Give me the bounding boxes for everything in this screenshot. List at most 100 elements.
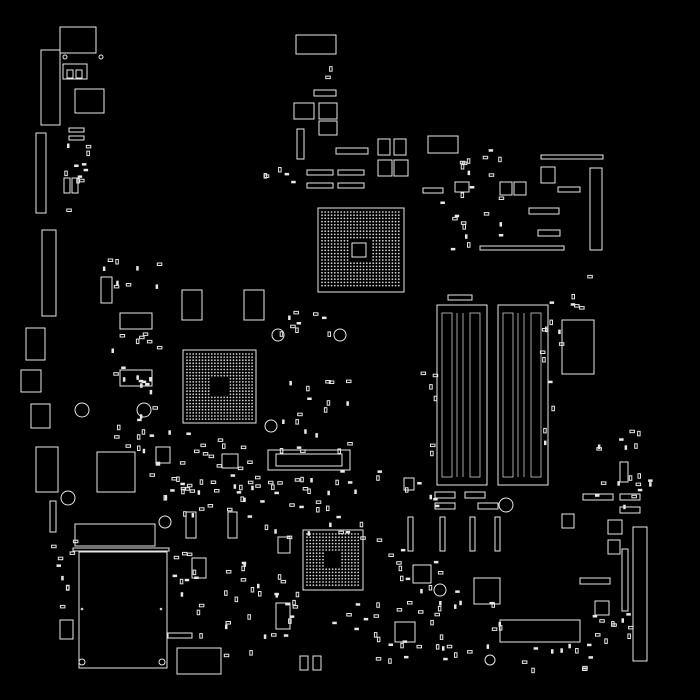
bga-ball	[321, 211, 323, 213]
bga-ball	[385, 278, 387, 281]
bga-ball	[315, 561, 318, 564]
smd-component	[279, 448, 284, 454]
smd-component	[207, 504, 214, 508]
smd-component	[551, 649, 554, 654]
smd-component	[454, 604, 457, 609]
bga-ball	[341, 565, 344, 567]
smd-component	[240, 578, 247, 582]
smd-component	[140, 383, 143, 388]
smd-component	[289, 615, 295, 618]
bga-ball	[344, 584, 347, 587]
bga-ball	[356, 284, 359, 287]
bga-ball	[241, 387, 244, 389]
bga-ball	[330, 259, 333, 261]
bga-ball	[356, 275, 359, 277]
bga-ball	[321, 243, 323, 245]
bga-ball	[343, 223, 346, 226]
smd-component	[619, 438, 624, 441]
bga-ball	[235, 418, 238, 420]
bga-ball	[344, 545, 347, 548]
bga-ball	[369, 278, 371, 281]
bga-ball	[223, 405, 226, 408]
bga-ball	[346, 236, 349, 239]
bga-ball	[369, 265, 371, 268]
bga-ball	[354, 539, 356, 542]
bga-ball	[207, 387, 210, 389]
bga-ball	[369, 227, 371, 229]
bga-ball	[378, 223, 381, 226]
bga-ball	[350, 561, 353, 564]
bga-ball	[381, 275, 384, 277]
smd-component	[346, 401, 349, 406]
smd-component	[72, 539, 79, 544]
bga-ball	[192, 393, 195, 396]
smd-component	[626, 613, 631, 616]
bga-ball	[321, 268, 323, 271]
bga-ball	[354, 549, 356, 551]
bga-ball	[241, 402, 244, 405]
bga-ball	[324, 220, 327, 223]
smd-component	[156, 345, 163, 350]
smd-component	[142, 448, 146, 454]
bga-ball	[369, 223, 371, 226]
smd-component	[77, 175, 83, 178]
top-right-cluster	[306, 135, 604, 375]
smd-component	[483, 212, 490, 216]
bga-ball	[343, 271, 346, 274]
bga-ball	[347, 565, 350, 567]
bga-ball	[359, 236, 362, 239]
bga-ball	[220, 408, 223, 411]
bga-ball	[349, 265, 352, 268]
bga-ball	[375, 275, 378, 277]
bga-ball	[353, 262, 355, 265]
bga-ball	[330, 214, 333, 217]
smd-component	[176, 476, 180, 482]
bga-ball	[372, 259, 375, 261]
bga-ball	[229, 408, 232, 411]
bga-ball	[251, 381, 254, 383]
bga-ball	[381, 214, 384, 217]
smd-component	[418, 610, 424, 614]
bga-ball	[201, 415, 204, 417]
bga-ball	[391, 281, 394, 284]
bga-ball	[391, 249, 394, 252]
bga-ball	[349, 214, 352, 217]
smd-component	[243, 497, 246, 503]
bga-ball	[328, 536, 331, 539]
bga-ball	[306, 561, 308, 564]
bga-ball	[306, 555, 308, 558]
bga-ball	[229, 399, 232, 402]
bga-ball	[327, 252, 330, 255]
bga-ball	[333, 217, 336, 220]
smd-component	[168, 430, 171, 435]
bga-ball	[315, 577, 318, 580]
smd-component	[149, 377, 152, 382]
bga-ball	[375, 265, 378, 268]
bga-ball	[186, 353, 188, 355]
bga-ball	[391, 262, 394, 265]
bga-ball	[248, 402, 250, 405]
bga-ball	[357, 568, 360, 571]
bga-ball	[214, 405, 216, 408]
bga-ball	[251, 396, 254, 399]
bga-ball	[365, 214, 368, 217]
smd-component	[432, 373, 439, 378]
bga-ball	[186, 415, 188, 417]
bga-ball	[346, 233, 349, 236]
bga-ball	[220, 371, 223, 374]
bga-ball	[354, 571, 356, 574]
bga-ball	[385, 223, 387, 226]
bga-ball	[186, 359, 188, 362]
bga-ball	[312, 545, 315, 548]
bga-ball	[229, 390, 232, 393]
bga-ball	[333, 262, 336, 265]
smd-component	[595, 494, 600, 497]
bga-ball	[333, 220, 336, 223]
bga-ball	[353, 211, 355, 213]
smd-component	[549, 319, 553, 326]
smd-component	[467, 242, 471, 248]
smd-component	[274, 592, 279, 596]
bga-ball	[324, 233, 327, 236]
smd-component	[223, 653, 230, 658]
bga-ball	[353, 230, 355, 233]
